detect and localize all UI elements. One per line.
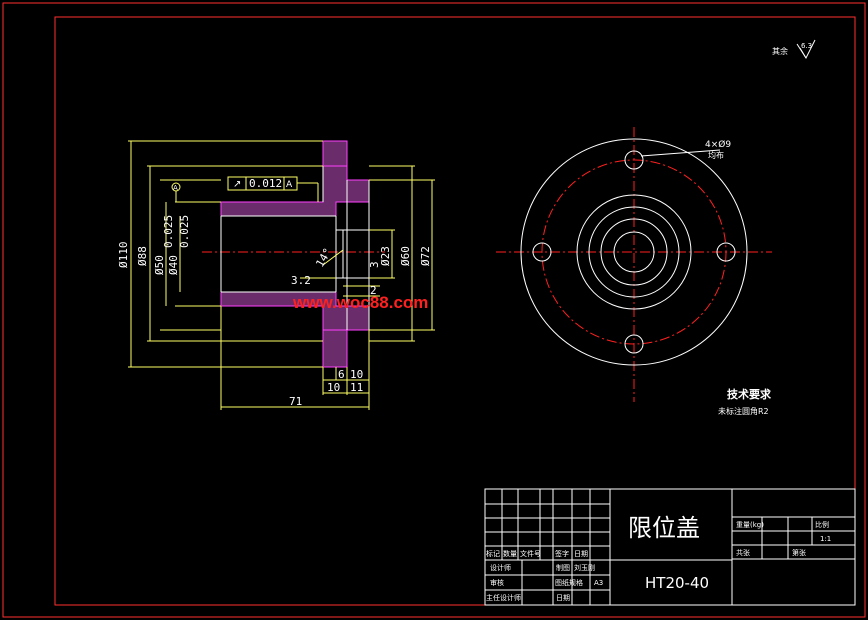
row-review: 审核 [490,578,504,587]
datum-label: A [173,184,178,192]
scale-label: 比例 [815,520,829,529]
bolt-circle [541,159,727,345]
col-spec: 图纸规格 [555,578,583,587]
roughness-symbol: 6.3 [796,39,816,60]
dim-d72: Ø72 [419,246,432,266]
end-view: 4×Ø9 均布 [496,127,772,402]
total-sheets: 共张 [736,548,750,557]
dim-len71: 71 [289,395,302,408]
bolt-hole-right [716,242,736,262]
dim-d40-tol: 0.025 [178,215,191,248]
dim-d88: Ø88 [136,246,149,266]
hdr-qty: 数量 [503,549,517,558]
datum-marker: A [171,182,181,202]
dim-d23: Ø23 [379,246,392,266]
dim-d110: Ø110 [117,242,130,269]
hdr-date: 日期 [574,550,588,558]
bolt-hole-bottom [624,334,644,354]
bolt-hole-top [624,150,644,170]
dim-d60: Ø60 [399,246,412,266]
dim-len2: 2 [370,284,377,297]
holes-label: 4×Ø9 [705,139,731,150]
dim-len6: 6 [338,368,345,381]
part-name: 限位盖 [628,514,700,542]
dim-len11: 11 [350,381,363,394]
flange-bottom-hatch [322,329,348,368]
dim-len3: 3 [368,261,381,268]
scale-value: 1:1 [820,535,831,543]
weight-label: 重量(kg) [736,521,764,529]
dim-d40: Ø40 [167,255,180,275]
dim-len10a: 10 [327,381,340,394]
sheet-no: 第张 [792,548,806,557]
hdr-mark: 标记 [486,549,500,558]
tolerance-symbol: ↗ [233,179,241,190]
tech-note: 未标注圆角R2 [718,406,769,416]
row-chief: 主任设计师 [486,593,521,602]
dim-angle: 14° [313,246,334,270]
dim-len10b: 10 [350,368,363,381]
tolerance-datum: A [286,180,293,190]
flange-top-hatch [322,140,348,167]
row-designer: 设计师 [490,563,511,572]
col-draw: 制图 [556,563,570,572]
bolt-hole-left [532,242,552,262]
holes-note: 均布 [708,150,724,160]
material: HT20-40 [645,574,709,592]
col-name: 刘玉刚 [574,563,595,572]
tolerance-value: 0.012 [249,177,282,190]
dim-d50: Ø50 [153,255,166,275]
surface-note: 其余 [772,46,788,56]
title-block: 标记 数量 文件号 签字 日期 设计师 审核 主任设计师 制图 刘玉刚 图纸规格… [484,488,856,606]
col-a3: A3 [594,579,603,587]
watermark: www.woc88.com [292,293,428,312]
tech-title: 技术要求 [727,387,772,401]
section-view: ↗ 0.012 A A Ø110 Ø88 Ø50 0.025 Ø40 0.025… [117,140,435,410]
col-date: 日期 [556,594,570,602]
hdr-sign: 签字 [555,549,569,558]
inner-border [54,16,856,606]
dim-rough1: 3.2 [291,274,311,287]
hdr-file: 文件号 [520,549,541,558]
dim-d50-tol: 0.025 [162,215,175,248]
tolerance-frame: ↗ 0.012 A [227,176,319,202]
surface-roughness-value: 6.3 [801,42,812,50]
outer-circle [520,138,748,366]
